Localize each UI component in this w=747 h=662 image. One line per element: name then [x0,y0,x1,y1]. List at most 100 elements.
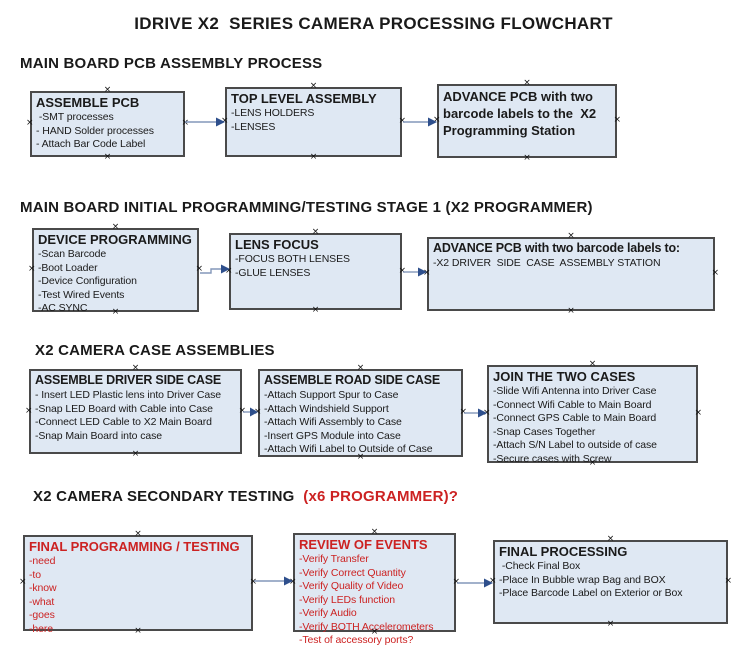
connector-anchor-icon [104,86,112,95]
page-title: IDRIVE X2 SERIES CAMERA PROCESSING FLOWC… [134,14,613,33]
section-heading-initial-programming: MAIN BOARD INITIAL PROGRAMMING/TESTING S… [20,199,593,216]
box-line: - HAND Solder processes [36,124,154,137]
flow-box-advance-pcb-driver-side-station: ADVANCE PCB with two barcode labels to: … [427,237,715,311]
box-line: -Snap Main Board into case [35,429,162,442]
box-line: -Place In Bubble wrap Bag and BOX [499,573,666,586]
connector-arrow [185,117,225,127]
flow-box-final-programming-testing: FINAL PROGRAMMING / TESTING -need-to-kno… [23,535,253,635]
box-line: -Slide Wifi Antenna into Driver Case [493,385,657,397]
connector-anchor-icon [523,79,531,88]
flow-box-advance-pcb-programming-station: ADVANCE PCB with two barcode labels to t… [437,84,617,158]
connector-anchor-icon [28,265,36,274]
connector-anchor-icon [423,269,431,278]
box-line: - Insert LED Plastic lens into Driver Ca… [35,389,222,401]
connector-anchor-icon [694,409,702,418]
box-body: -LENS HOLDERS-LENSES [231,107,396,134]
box-line: -AC SYNC [38,302,88,314]
connector-anchor-icon [483,409,491,418]
connector-anchor-icon [523,154,531,163]
box-line: -Connect LED Cable to X2 Main Board [35,416,212,428]
box-line: -to [29,568,41,581]
connector-arrow [254,576,293,586]
connector-anchor-icon [567,307,575,316]
connector-anchor-icon [567,232,575,241]
box-line: -Connect Wifi Cable to Main Board [493,398,652,411]
box-line: -Test Wired Events [38,288,125,301]
box-line: -know [29,582,57,594]
connector-anchor-icon [357,453,365,462]
box-title: JOIN THE TWO CASES [493,369,636,384]
connector-anchor-icon [134,530,142,539]
connector-anchor-icon [221,117,229,126]
flow-box-lens-focus: LENS FOCUS -FOCUS BOTH LENSES-GLUE LENSE… [229,233,402,310]
box-line: -Attach Windshield Support [264,402,389,415]
box-line: -what [29,595,55,608]
connector-anchor-icon [19,578,27,587]
box-body: -Scan Barcode-Boot Loader-Device Configu… [38,248,193,316]
connector-anchor-icon [310,82,318,91]
box-line: -Insert GPS Module into Case [264,429,401,442]
section-heading-secondary-testing-red: (x6 PROGRAMMER)? [298,488,459,505]
section-heading-case-assemblies: X2 CAMERA CASE ASSEMBLIES [35,342,275,359]
connector-anchor-icon [195,265,203,274]
connector-anchor-icon [112,223,120,232]
section-heading-secondary-testing-black: X2 CAMERA SECONDARY TESTING [33,488,299,505]
connector-anchor-icon [398,267,406,276]
connector-anchor-icon [132,450,140,459]
box-line: - Attach Bar Code Label [36,138,146,150]
connector-anchor-icon [249,578,257,587]
box-line: -Place Barcode Label on Exterior or Box [499,587,683,599]
box-title: ADVANCE PCB with two barcode labels to t… [443,89,600,138]
connector-arrow [457,578,493,588]
flow-box-join-the-two-cases: JOIN THE TWO CASES -Slide Wifi Antenna i… [487,365,698,466]
box-line: -Boot Loader [38,261,98,274]
box-line: -Attach Wifi Label to Outside of Case [264,443,433,455]
box-line: -goes [29,609,55,621]
flow-box-device-programming: DEVICE PROGRAMMING -Scan Barcode-Boot Lo… [32,228,199,314]
box-line: -Verify LEDs function [299,593,395,606]
connector-anchor-icon [181,119,189,128]
box-line: -Attach S/N Label to outside of case [493,439,657,451]
flow-box-top-level-assembly: TOP LEVEL ASSEMBLY -LENS HOLDERS-LENSES [225,87,402,157]
box-line: -Check Final Box [499,560,581,572]
connector-anchor-icon [289,578,297,587]
connector-arrow [403,117,437,127]
connector-anchor-icon [25,407,33,416]
box-line: -GLUE LENSES [235,266,311,279]
connector-anchor-icon [371,628,379,637]
box-line: -Connect GPS Cable to Main Board [493,412,657,424]
connector-anchor-icon [433,116,441,125]
box-body: -FOCUS BOTH LENSES-GLUE LENSES [235,253,396,280]
box-title: FINAL PROCESSING [499,544,628,559]
section-heading-pcb-assembly: MAIN BOARD PCB ASSEMBLY PROCESS [20,55,323,72]
connector-anchor-icon [613,116,621,125]
box-title: ASSEMBLE PCB [36,95,140,110]
box-body: -Slide Wifi Antenna into Driver Case-Con… [493,385,692,466]
connector-anchor-icon [225,267,233,276]
box-line: -Secure cases with Screw [493,452,612,465]
box-body: -Verify Transfer-Verify Correct Quantity… [299,553,450,648]
box-line: -Scan Barcode [38,248,107,260]
box-line: -need [29,555,56,567]
box-title: LENS FOCUS [235,237,319,252]
box-line: -LENS HOLDERS [231,107,315,119]
box-line: -here [29,622,54,635]
flow-box-assemble-road-side-case: ASSEMBLE ROAD SIDE CASE -Attach Support … [258,369,463,457]
box-line: -Attach Support Spur to Case [264,389,399,401]
connector-anchor-icon [238,407,246,416]
box-line: -Test of accessory ports? [299,634,414,646]
connector-anchor-icon [459,408,467,417]
box-body: -Attach Support Spur to Case-Attach Wind… [264,389,457,457]
box-title: TOP LEVEL ASSEMBLY [231,91,377,106]
box-line: -X2 DRIVER SIDE CASE ASSEMBLY STATION [433,257,661,269]
box-line: -Device Configuration [38,275,137,287]
connector-anchor-icon [589,360,597,369]
connector-anchor-icon [489,577,497,586]
box-line: -Attach Wifi Assembly to Case [264,416,402,428]
box-line: -Verify Transfer [299,553,369,565]
connector-anchor-icon [724,577,732,586]
connector-anchor-icon [398,117,406,126]
box-body: -Check Final Box-Place In Bubble wrap Ba… [499,560,722,601]
flow-box-assemble-pcb: ASSEMBLE PCB -SMT processes- HAND Solder… [30,91,185,157]
